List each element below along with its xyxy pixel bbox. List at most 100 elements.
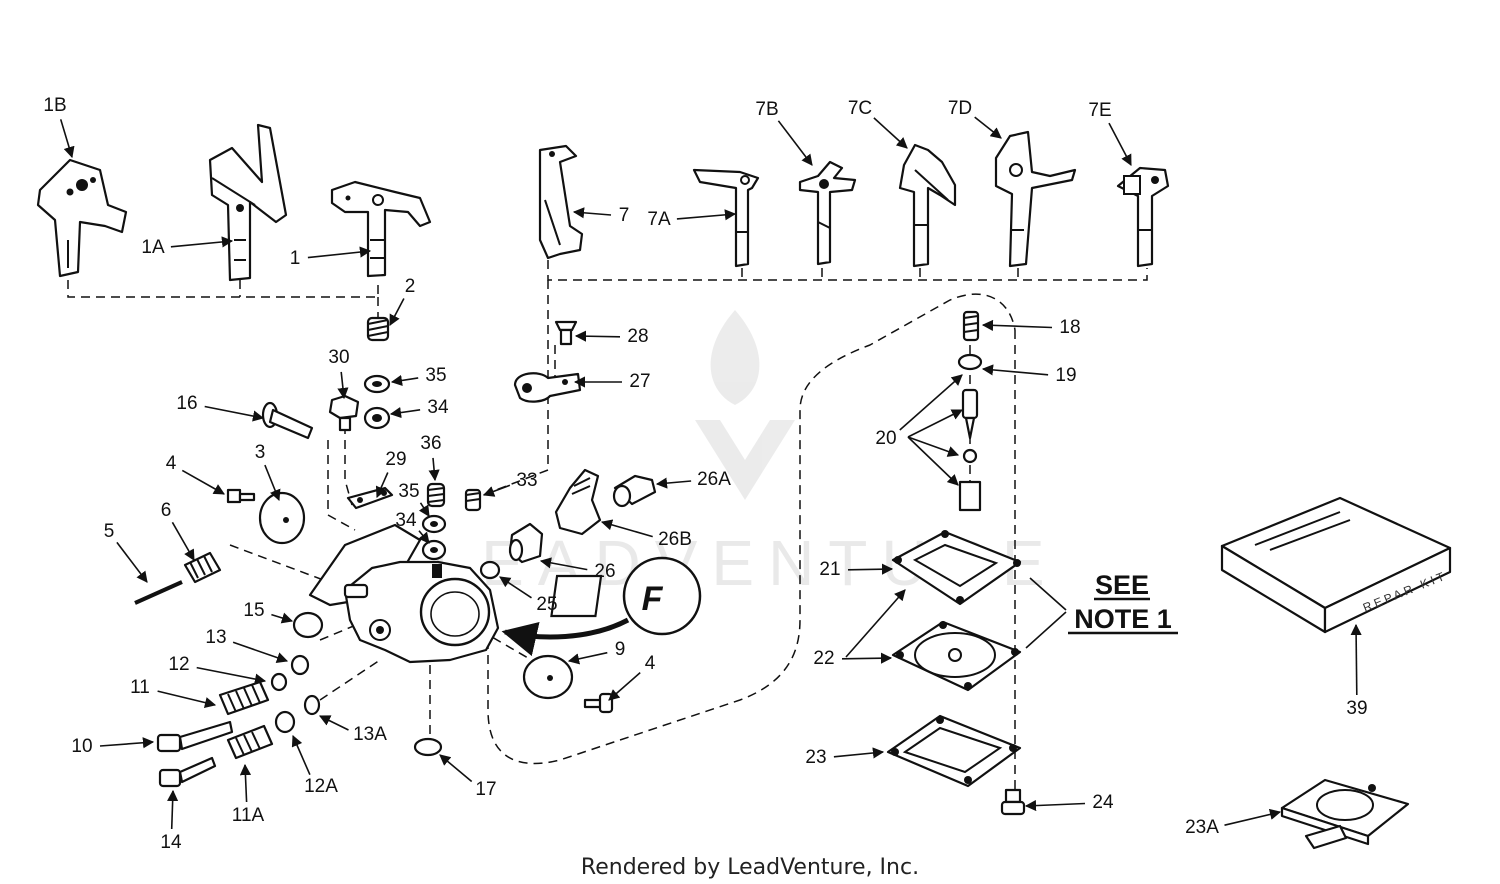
callout-28: 28 [574, 326, 649, 347]
callout-label-34a: 34 [427, 397, 449, 418]
part-10-needle [156, 720, 234, 753]
part-16-shaft [261, 401, 314, 440]
part-1b-lever [36, 158, 128, 278]
callout-2: 2 [389, 276, 415, 326]
part-1-lever [330, 180, 432, 278]
callout-label-35a: 35 [425, 365, 446, 386]
part-30-screw [328, 394, 360, 432]
callout-1b: 1B [43, 95, 75, 159]
callout-label-19: 19 [1055, 365, 1076, 386]
callout-label-20: 20 [875, 428, 896, 449]
part-11a-spring [226, 724, 274, 760]
callout-leader-24 [1024, 799, 1086, 812]
carburetor-body [308, 523, 500, 664]
part-15-plug [292, 611, 324, 639]
callout-label-22: 22 [813, 648, 834, 669]
callout-35b: 35 [398, 481, 430, 517]
callout-label-1: 1 [290, 248, 301, 269]
callout-leader-11 [157, 690, 217, 709]
callout-34b: 34 [395, 510, 430, 544]
callout-label-23: 23 [805, 747, 826, 768]
callout-leader-25 [499, 576, 532, 599]
part-12a-washer [274, 710, 296, 734]
callout-1: 1 [290, 246, 372, 269]
callout-leader-30 [337, 371, 349, 400]
callout-27: 27 [573, 371, 651, 392]
f-box-letter: F [642, 580, 664, 618]
callout-12: 12 [168, 654, 267, 685]
callout-leader-35b [418, 502, 430, 517]
callout-26b: 26B [600, 519, 692, 550]
part-17-plug [413, 737, 443, 757]
callout-4b: 4 [608, 653, 656, 701]
callout-label-11a: 11A [232, 805, 265, 826]
callout-leader-16 [204, 405, 265, 422]
callout-29: 29 [375, 449, 407, 499]
callout-26a: 26A [655, 469, 731, 490]
callout-label-3: 3 [255, 442, 266, 463]
part-13-ring [290, 654, 310, 676]
part-7a-lever [692, 168, 760, 268]
callout-label-28: 28 [627, 326, 648, 347]
part-26a-fitting [612, 474, 657, 508]
callout-label-29: 29 [385, 449, 406, 470]
callout-12a: 12A [291, 734, 338, 797]
callout-label-7b: 7B [755, 99, 778, 120]
callout-leader-9 [567, 651, 608, 665]
part-2-spring [366, 316, 390, 342]
callout-leader-23 [833, 747, 885, 759]
callout-label-15: 15 [243, 600, 264, 621]
part-3-disc [258, 491, 306, 545]
callout-label-7: 7 [619, 205, 630, 226]
callout-23: 23 [805, 747, 885, 768]
callout-leader-10 [99, 737, 155, 749]
callout-leader-6 [171, 521, 195, 561]
callout-label-12: 12 [168, 654, 189, 675]
callout-leader-2 [389, 298, 405, 326]
callout-11a: 11A [232, 763, 265, 826]
callout-leader-18 [981, 319, 1053, 331]
callout-label-39: 39 [1346, 698, 1367, 719]
callout-label-14: 14 [160, 832, 182, 853]
callout-7e: 7E [1088, 100, 1132, 166]
callout-leader-7d [974, 116, 1002, 139]
part-28-screw [554, 320, 578, 346]
note-line-1: SEE [1095, 570, 1149, 600]
callout-leader-26b [600, 519, 653, 538]
part-7b-lever [798, 160, 857, 266]
callout-label-24: 24 [1092, 792, 1114, 813]
part-39-repair-kit: REPAR KIT [1220, 496, 1452, 634]
callout-9: 9 [567, 639, 625, 665]
callout-19: 19 [981, 364, 1077, 386]
part-5-screw [134, 580, 183, 605]
part-7d-lever [994, 130, 1077, 268]
callout-leader-7a [676, 209, 737, 221]
callout-leader-35a [390, 374, 419, 386]
footer-credit: Rendered by LeadVenture, Inc. [581, 855, 919, 880]
callout-label-13a: 13A [353, 724, 387, 745]
part-23-cover [886, 714, 1022, 788]
callout-26: 26 [539, 557, 616, 582]
callout-label-1a: 1A [141, 237, 165, 258]
callout-leader-4a [181, 469, 225, 495]
callout-3: 3 [255, 442, 281, 502]
callout-label-13: 13 [205, 627, 226, 648]
callout-18: 18 [981, 317, 1081, 338]
part-7c-lever [898, 143, 957, 268]
callout-leader-21 [847, 563, 894, 575]
callout-1a: 1A [141, 236, 234, 258]
callout-11: 11 [130, 677, 217, 709]
callout-label-1b: 1B [43, 95, 66, 116]
callout-label-5: 5 [104, 521, 115, 542]
part-19-washer [957, 353, 983, 371]
callout-leader-4b [608, 671, 641, 701]
callout-leader-5 [116, 541, 148, 583]
part-22-diaphragm [891, 620, 1022, 692]
callout-leader-22 [841, 652, 893, 664]
callout-label-18: 18 [1059, 317, 1080, 338]
callout-label-7e: 7E [1088, 100, 1111, 121]
callout-extra-leaders [845, 409, 964, 658]
callout-label-17: 17 [475, 779, 496, 800]
part-1a-lever [208, 123, 288, 282]
